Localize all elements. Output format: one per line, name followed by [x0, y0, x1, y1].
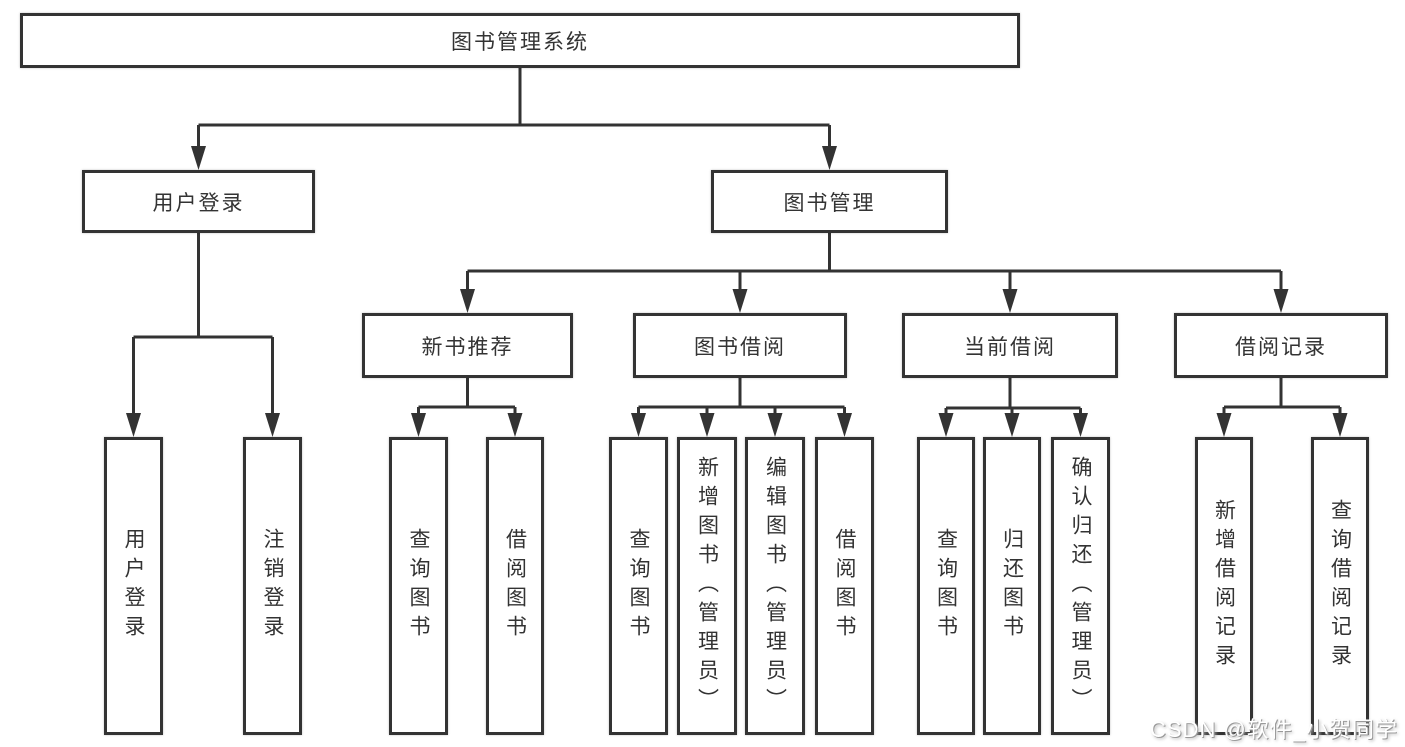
leaf-add-borrow-record: 新增借阅记录 [1195, 437, 1253, 735]
node-label: 新书推荐 [421, 335, 514, 359]
node-label: 查询图书 [407, 528, 430, 644]
node-label: 图书借阅 [694, 335, 786, 359]
node-borrowing-records: 借阅记录 [1174, 313, 1388, 378]
node-root-library-system: 图书管理系统 [20, 13, 1020, 68]
node-label: 查询借阅记录 [1328, 499, 1352, 673]
node-label: 用户登录 [122, 528, 145, 644]
leaf-edit-books-admin: 编辑图书（管理员） [745, 437, 805, 735]
node-book-management: 图书管理 [711, 170, 948, 233]
node-book-borrowing: 图书借阅 [633, 313, 847, 378]
node-label: 新增图书（管理员） [695, 455, 719, 717]
leaf-query-books-current: 查询图书 [917, 437, 975, 735]
connector-bookmgmt-to-level3 [466, 233, 1283, 291]
node-user-login: 用户登录 [82, 170, 315, 233]
arrow-heads [126, 146, 1348, 437]
node-label: 查询图书 [934, 528, 958, 644]
node-label: 注销登录 [261, 528, 284, 644]
connector-borrowrec-to-leaves [1222, 378, 1342, 414]
node-label: 图书管理系统 [451, 30, 589, 54]
leaf-return-books: 归还图书 [983, 437, 1041, 735]
leaf-borrow-books: 借阅图书 [815, 437, 874, 735]
leaf-query-books-borrowing: 查询图书 [609, 437, 668, 735]
node-label: 借阅记录 [1235, 335, 1327, 359]
leaf-borrow-books-recommendation: 借阅图书 [486, 437, 544, 735]
leaf-confirm-return-admin: 确认归还（管理员） [1051, 437, 1110, 735]
node-label: 借阅图书 [833, 528, 856, 644]
node-label: 归还图书 [1000, 528, 1024, 644]
leaf-query-borrow-record: 查询借阅记录 [1311, 437, 1369, 735]
node-label: 新增借阅记录 [1212, 499, 1236, 673]
connector-newrec-to-leaves [417, 378, 517, 414]
leaf-logout: 注销登录 [243, 437, 302, 735]
node-label: 确认归还（管理员） [1069, 455, 1092, 717]
csdn-watermark: CSDN @软件_小贺同学 [1150, 717, 1399, 742]
leaf-user-login: 用户登录 [104, 437, 163, 735]
leaf-query-books-recommendation: 查询图书 [389, 437, 448, 735]
node-label: 借阅图书 [503, 528, 527, 644]
connector-currentborrow-to-leaves [944, 378, 1082, 414]
node-label: 用户登录 [152, 191, 245, 215]
node-label: 当前借阅 [964, 335, 1056, 359]
connector-userlogin-to-leaves [132, 233, 274, 415]
leaf-add-books-admin: 新增图书（管理员） [677, 437, 737, 735]
node-label: 查询图书 [627, 528, 650, 644]
connector-root-to-level2 [197, 68, 831, 148]
node-new-book-recommendation: 新书推荐 [362, 313, 573, 378]
node-label: 图书管理 [783, 191, 876, 215]
node-current-borrowing: 当前借阅 [902, 313, 1118, 378]
connector-bookborrow-to-leaves [637, 378, 846, 414]
node-label: 编辑图书（管理员） [763, 455, 787, 717]
